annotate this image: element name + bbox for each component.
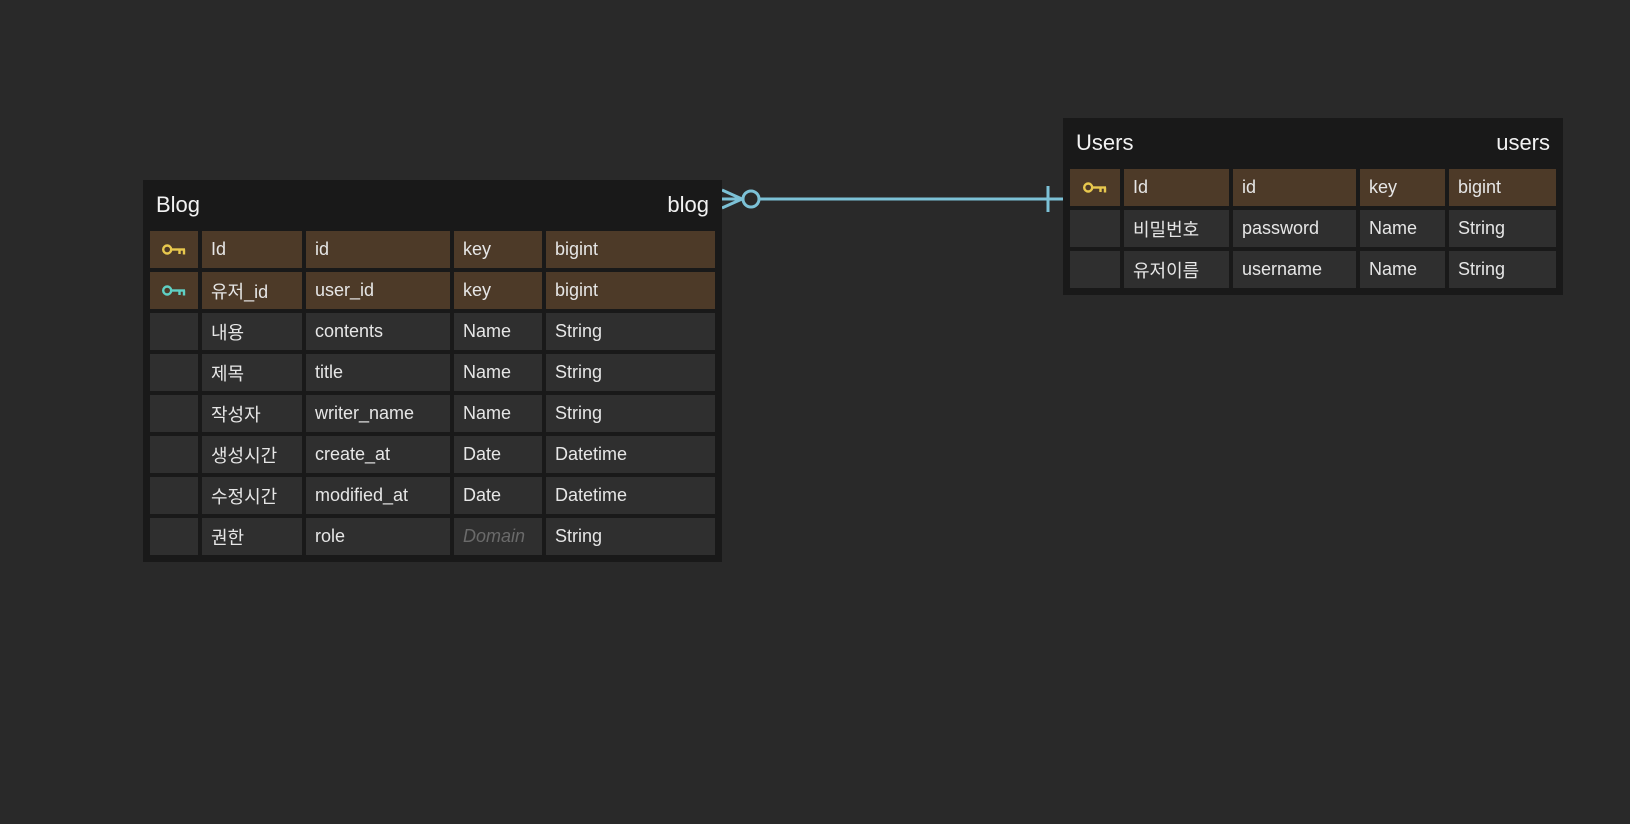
table-row[interactable]: 생성시간 create_at Date Datetime: [150, 436, 715, 473]
zero-ring-marker: [741, 189, 761, 209]
table-row[interactable]: 제목 title Name String: [150, 354, 715, 391]
column-name[interactable]: 유저_id: [202, 272, 302, 309]
column-name[interactable]: 생성시간: [202, 436, 302, 473]
entity-table[interactable]: Users users Id id key bigint 비밀번호 passwo…: [1063, 118, 1563, 295]
column-name[interactable]: 비밀번호: [1124, 210, 1229, 247]
column-name[interactable]: Id: [1124, 169, 1229, 206]
key-icon-cell: [150, 395, 198, 432]
table-logical-name[interactable]: blog: [667, 192, 709, 217]
column-domain[interactable]: Name: [1360, 210, 1445, 247]
column-logical-name[interactable]: create_at: [306, 436, 450, 473]
column-domain[interactable]: Name: [454, 313, 542, 350]
table-row[interactable]: 수정시간 modified_at Date Datetime: [150, 477, 715, 514]
column-domain[interactable]: Date: [454, 436, 542, 473]
column-domain[interactable]: Name: [1360, 251, 1445, 288]
table-row[interactable]: Id id key bigint: [150, 231, 715, 268]
key-icon-cell: [1070, 251, 1120, 288]
column-domain[interactable]: Domain: [454, 518, 542, 555]
column-domain[interactable]: Name: [454, 354, 542, 391]
column-name[interactable]: Id: [202, 231, 302, 268]
key-icon-cell: [1070, 169, 1120, 206]
column-data-type[interactable]: bigint: [546, 272, 715, 309]
column-data-type[interactable]: String: [546, 518, 715, 555]
column-data-type[interactable]: Datetime: [546, 436, 715, 473]
table-logical-name[interactable]: users: [1496, 130, 1550, 155]
column-data-type[interactable]: String: [546, 395, 715, 432]
column-data-type[interactable]: String: [546, 313, 715, 350]
column-domain[interactable]: Name: [454, 395, 542, 432]
column-data-type[interactable]: String: [546, 354, 715, 391]
column-name[interactable]: 내용: [202, 313, 302, 350]
column-name[interactable]: 작성자: [202, 395, 302, 432]
column-domain[interactable]: key: [454, 272, 542, 309]
table-header[interactable]: Blog blog: [150, 187, 715, 223]
column-data-type[interactable]: Datetime: [546, 477, 715, 514]
table-header[interactable]: Users users: [1070, 125, 1556, 161]
table-name[interactable]: Blog: [156, 192, 201, 217]
foreign-key-icon: [161, 285, 186, 296]
many-crow-foot-marker: [721, 188, 743, 210]
key-icon-cell: [1070, 210, 1120, 247]
column-logical-name[interactable]: id: [1233, 169, 1356, 206]
column-data-type[interactable]: bigint: [546, 231, 715, 268]
column-domain[interactable]: key: [1360, 169, 1445, 206]
column-logical-name[interactable]: contents: [306, 313, 450, 350]
key-icon-cell: [150, 436, 198, 473]
table-rows: Id id key bigint 유저_id user_id key bigin…: [150, 231, 715, 555]
table-row[interactable]: 내용 contents Name String: [150, 313, 715, 350]
column-logical-name[interactable]: title: [306, 354, 450, 391]
column-name[interactable]: 유저이름: [1124, 251, 1229, 288]
key-icon-cell: [150, 518, 198, 555]
table-name[interactable]: Users: [1076, 130, 1134, 155]
column-logical-name[interactable]: writer_name: [306, 395, 450, 432]
column-logical-name[interactable]: modified_at: [306, 477, 450, 514]
column-logical-name[interactable]: password: [1233, 210, 1356, 247]
key-icon-cell: [150, 354, 198, 391]
table-row[interactable]: Id id key bigint: [1070, 169, 1556, 206]
key-icon-cell: [150, 313, 198, 350]
column-domain[interactable]: key: [454, 231, 542, 268]
primary-key-icon: [1082, 182, 1107, 193]
column-data-type[interactable]: bigint: [1449, 169, 1556, 206]
table-row[interactable]: 유저_id user_id key bigint: [150, 272, 715, 309]
table-row[interactable]: 비밀번호 password Name String: [1070, 210, 1556, 247]
column-name[interactable]: 권한: [202, 518, 302, 555]
column-logical-name[interactable]: id: [306, 231, 450, 268]
column-domain[interactable]: Date: [454, 477, 542, 514]
column-name[interactable]: 수정시간: [202, 477, 302, 514]
key-icon-cell: [150, 231, 198, 268]
table-row[interactable]: 권한 role Domain String: [150, 518, 715, 555]
column-data-type[interactable]: String: [1449, 251, 1556, 288]
primary-key-icon: [161, 244, 186, 255]
entity-table[interactable]: Blog blog Id id key bigint 유저_id user_id…: [143, 180, 722, 562]
column-name[interactable]: 제목: [202, 354, 302, 391]
table-row[interactable]: 유저이름 username Name String: [1070, 251, 1556, 288]
table-row[interactable]: 작성자 writer_name Name String: [150, 395, 715, 432]
column-data-type[interactable]: String: [1449, 210, 1556, 247]
column-logical-name[interactable]: username: [1233, 251, 1356, 288]
key-icon-cell: [150, 477, 198, 514]
key-icon-cell: [150, 272, 198, 309]
column-logical-name[interactable]: user_id: [306, 272, 450, 309]
table-rows: Id id key bigint 비밀번호 password Name Stri…: [1070, 169, 1556, 288]
column-logical-name[interactable]: role: [306, 518, 450, 555]
